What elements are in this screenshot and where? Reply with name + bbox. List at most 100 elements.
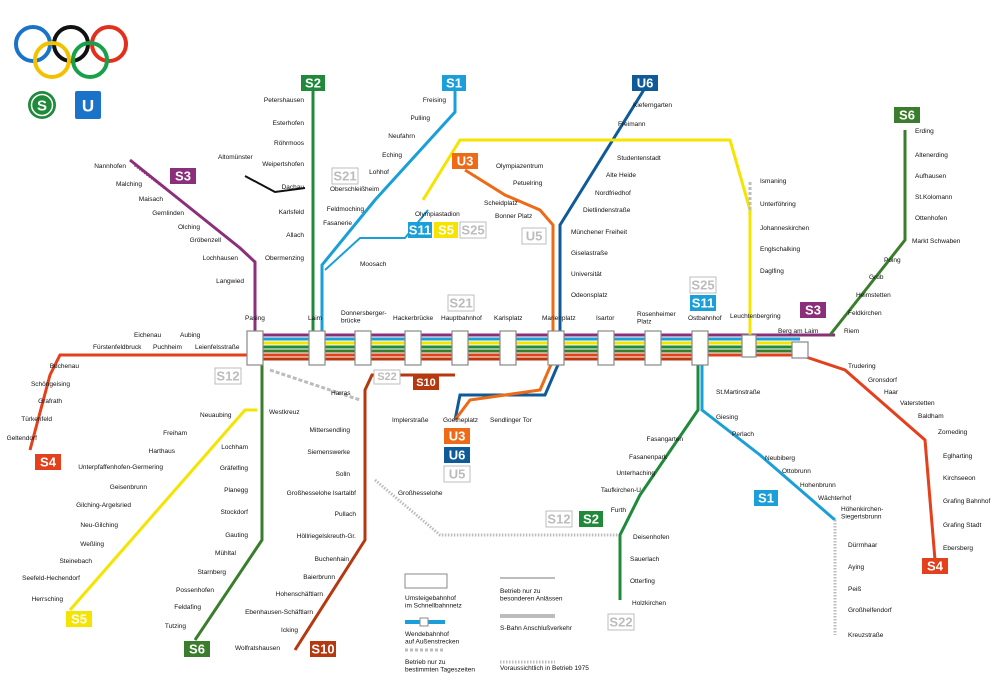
badge-s11-east: S11 [690,295,716,311]
badge-s5-south: S5 [66,611,92,627]
station-tuerkenfeld: Türkenfeld [21,416,52,423]
station-universitaet: Universität [571,271,602,278]
u3-line [453,168,555,421]
station-solln: Solln [336,471,351,478]
station-berg-am-laim: Berg am Laim [778,328,818,335]
station-aufhausen: Aufhausen [915,173,946,180]
station-icking: Icking [281,627,298,634]
s4-west-line [28,353,255,451]
badge-s22-center: S22 [373,369,401,385]
badge-s5-north: S5 [434,222,458,238]
station-nannhofen: Nannhofen [94,163,126,170]
station-seefeld: Seefeld-Hechendorf [22,575,80,582]
station-eichenau: Eichenau [134,332,161,339]
station-siemenswerke: Siemenswerke [307,449,350,456]
station-feldafing: Feldafing [174,604,201,611]
trunk-line-bundle [255,333,835,361]
station-englschalking: Englschalking [760,246,800,253]
badge-s4-west: S4 [35,454,61,470]
badge-s3-east: S3 [800,302,826,318]
trunk-interchange-boxes [246,330,809,366]
station-fasangarten: Fasangarten [647,436,684,443]
badge-s10-south: S10 [310,641,336,657]
station-studentenstadt: Studentenstadt [617,155,661,162]
station-mittersendling: Mittersendling [310,427,351,434]
badge-s1: S1 [442,75,466,91]
s3-west-line [129,158,257,335]
svg-text:U: U [82,97,94,116]
station-sendlinger-tor: Sendlinger Tor [490,417,533,424]
station-peiss: Peiß [848,586,861,593]
s6-south-line [193,360,264,641]
station-ismaning: Ismaning [760,178,787,185]
station-eching: Eching [382,152,402,159]
station-otterfing: Otterfing [630,578,655,585]
station-weipertshofen: Weipertshofen [262,161,304,168]
svg-text:S5: S5 [438,223,454,238]
station-karlsplatz: Karlsplatz [494,315,523,322]
station-poing: Poing [884,257,901,264]
station-fasanenpark: Fasanenpark [629,454,668,461]
station-neuaubing: Neuaubing [200,412,232,419]
station-gronsdorf: Gronsdorf [868,377,897,384]
station-wolfratshausen: Wolfratshausen [235,645,280,652]
station-petershausen: Petershausen [264,97,304,104]
station-freimann: Freimann [618,121,646,128]
s-bahn-logo: S [28,91,56,119]
station-scheidplatz: Scheidplatz [484,200,518,207]
svg-text:S4: S4 [927,559,944,574]
station-starnberg: Starnberg [197,569,226,576]
station-markt-schwaben: Markt Schwaben [912,238,961,245]
station-taufkirchen: Taufkirchen-U [601,487,641,494]
station-olympiazentrum: Olympiazentrum [496,163,543,170]
svg-text:S3: S3 [175,169,191,184]
station-grub: Grub [869,274,884,281]
station-kreuzstrasse: Kreuzstraße [848,632,884,639]
station-feldkirchen: Feldkirchen [848,310,882,317]
station-perlach: Perlach [732,431,754,438]
station-implerstrasse: Implerstraße [392,417,429,424]
svg-text:S6: S6 [189,642,205,657]
station-marienplatz: Marienplatz [542,315,576,322]
station-aubing: Aubing [180,332,201,339]
station-westkreuz: Westkreuz [269,409,300,416]
svg-text:U6: U6 [449,448,466,463]
station-neubiberg: Neubiberg [765,455,795,462]
station-odeonsplatz: Odeonsplatz [571,292,608,299]
badge-s3-west: S3 [170,168,196,184]
station-feldmoching: Feldmoching [327,206,365,213]
station-riem: Riem [844,328,859,335]
svg-text:S22: S22 [609,615,632,630]
badge-u3-north: U3 [452,153,478,169]
station-fasanerie: Fasanerie [323,220,352,227]
station-giesing: Giesing [716,414,738,421]
station-planegg: Planegg [224,487,248,494]
station-donnersbergerbruecke: Donnersberger-brücke [341,310,387,325]
s1-north-line [320,90,457,335]
station-haar: Haar [884,389,899,396]
station-karlsfeld: Karlsfeld [279,209,305,216]
svg-text:S3: S3 [805,303,821,318]
svg-text:S11: S11 [692,296,714,311]
svg-text:U3: U3 [457,154,474,169]
station-eglharting: Eglharting [943,453,973,460]
station-altenerding: Altenerding [915,152,948,159]
station-obermenzing: Obermenzing [265,255,304,262]
station-olympiastadion: Olympiastadion [415,211,460,218]
station-gernlinden: Gernlinden [152,210,184,217]
s5-southwest-line [68,408,257,611]
station-buchenhain: Buchenhain [315,556,350,563]
station-pasing: Pasing [245,315,265,322]
s3-nannhofen-dashed [134,163,166,190]
svg-text:U3: U3 [449,429,466,444]
station-herrsching: Herrsching [32,596,64,603]
station-petuelring: Petuelring [513,180,543,187]
station-neu-gilching: Neu-Gilching [80,522,118,529]
station-gilching: Gilching-Argelsried [76,502,131,509]
station-esterhofen: Esterhofen [273,120,305,127]
badge-s1-south: S1 [754,490,778,506]
station-ottobrunn: Ottobrunn [782,468,811,475]
station-grosshesselohe: Großhesselohe [398,490,443,497]
